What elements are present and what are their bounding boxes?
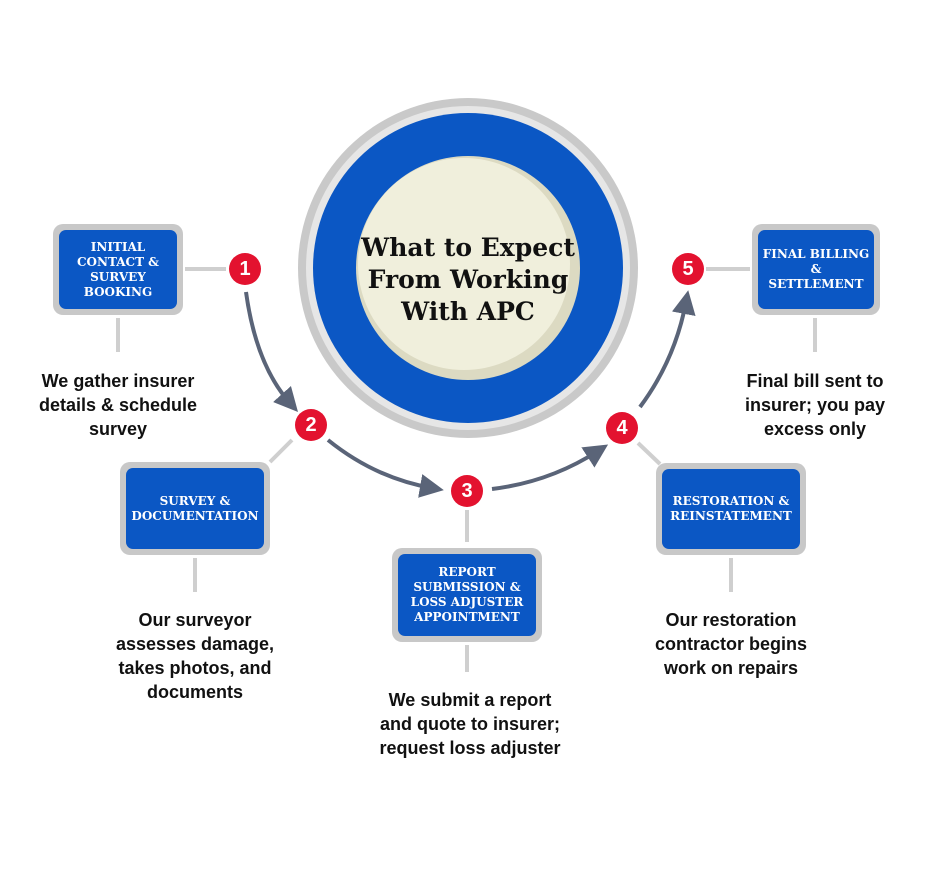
step-2-number: 2 bbox=[295, 409, 327, 441]
step-1-box: INITIAL CONTACT & SURVEY BOOKING bbox=[53, 224, 183, 315]
step-3-box: REPORT SUBMISSION & LOSS ADJUSTER APPOIN… bbox=[392, 548, 542, 642]
step-5-box: FINAL BILLING & SETTLEMENT bbox=[752, 224, 880, 315]
step-5-number: 5 bbox=[672, 253, 704, 285]
arrow-4-5 bbox=[638, 290, 696, 409]
leader-lines bbox=[116, 267, 817, 672]
step-3-description: We submit a report and quote to insurer;… bbox=[379, 690, 561, 758]
step-3-number: 3 bbox=[451, 475, 483, 507]
flow-arrows bbox=[244, 290, 696, 498]
step-2-box: SURVEY & DOCUMENTATION bbox=[120, 462, 270, 555]
step-2-description: Our surveyor assesses damage, takes phot… bbox=[115, 610, 275, 702]
step-4-number: 4 bbox=[606, 412, 638, 444]
step-1-number: 1 bbox=[229, 253, 261, 285]
center-title: What to Expect From Working With APC bbox=[361, 233, 575, 326]
step-5-description: Final bill sent to insurer; you pay exce… bbox=[744, 371, 886, 439]
step-4-description: Our restoration contractor begins work o… bbox=[654, 610, 808, 678]
arrow-1-2 bbox=[244, 291, 298, 412]
step-4-box: RESTORATION & REINSTATEMENT bbox=[656, 463, 806, 555]
center-circle bbox=[298, 98, 638, 438]
arrow-2-3 bbox=[326, 438, 444, 498]
step-1-description: We gather insurer details & schedule sur… bbox=[38, 371, 198, 439]
arrow-3-4 bbox=[491, 444, 609, 491]
